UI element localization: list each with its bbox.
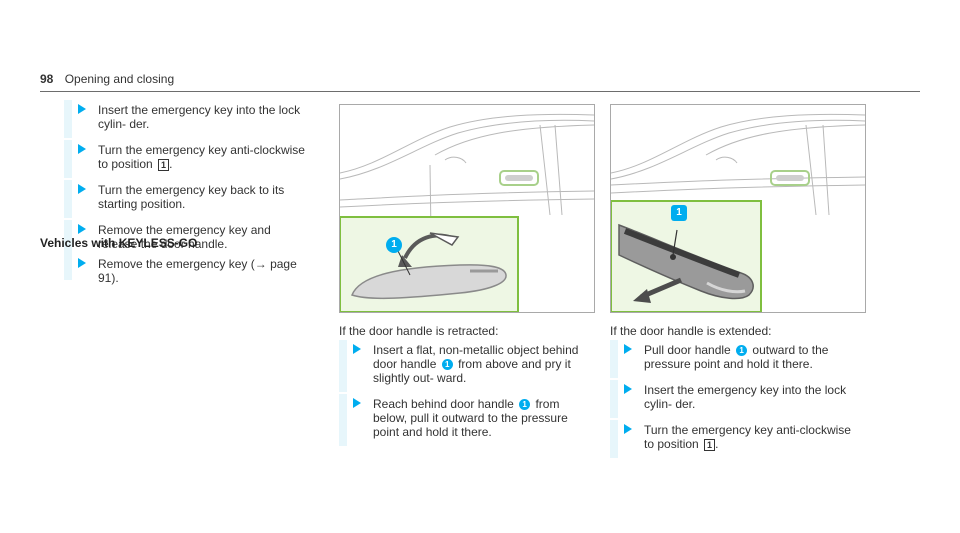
arrow-bullet-icon — [78, 184, 86, 194]
page-number: 98 — [40, 72, 54, 86]
step-text: Insert the emergency key into the lock c… — [644, 383, 847, 411]
arrow-bullet-icon — [78, 144, 86, 154]
step-text: Remove the emergency key (→ page 91). — [98, 257, 297, 285]
arrow-bullet-icon — [78, 104, 86, 114]
arrow-bullet-icon — [624, 384, 632, 394]
step-text: Turn the emergency key back to its start… — [98, 183, 285, 211]
header-divider — [40, 91, 920, 92]
step-text-part: Turn the emergency key anti-clockwise to… — [644, 423, 851, 451]
arrow-bullet-icon — [624, 344, 632, 354]
arrow-bullet-icon — [624, 424, 632, 434]
step-text-part: Insert a flat, non-metallic object behin… — [373, 343, 579, 371]
step-text-part: from above and pry it slightly out- ward… — [373, 357, 571, 385]
section-heading: Vehicles with KEYLESS-GO — [40, 236, 198, 250]
step-text-part: Reach behind door handle — [373, 397, 514, 411]
list-item: Insert the emergency key into the lock c… — [64, 100, 314, 138]
middle-steps: Insert a flat, non-metallic object behin… — [339, 340, 594, 448]
section-title: Opening and closing — [64, 72, 175, 86]
keyless-steps: Remove the emergency key (→ page 91). — [64, 254, 314, 285]
list-item: Remove the emergency key and release the… — [64, 220, 314, 258]
step-text: Insert a flat, non-metallic object behin… — [373, 343, 590, 385]
list-item: Insert the emergency key into the lock c… — [610, 380, 865, 418]
left-steps: Insert the emergency key into the lock c… — [64, 100, 314, 260]
figure-caption: If the door handle is retracted: — [339, 324, 499, 338]
callout-badge: 1 — [441, 359, 453, 371]
step-text: Turn the emergency key anti-clockwise to… — [644, 423, 861, 451]
car-door-illustration — [611, 113, 865, 312]
figure-caption: If the door handle is extended: — [610, 324, 772, 338]
key-position-symbol: 1 — [158, 159, 170, 171]
arrow-bullet-icon — [353, 398, 361, 408]
key-position-symbol: 1 — [704, 439, 716, 451]
list-item: Pull door handle 1 outward to the pressu… — [610, 340, 865, 378]
list-item: Remove the emergency key (→ page 91). — [64, 254, 314, 285]
figure-extended-handle: 1 — [610, 104, 866, 313]
callout-badge: 1 — [671, 205, 687, 221]
step-text-part: Pull door handle — [644, 343, 731, 357]
callout-badge: 1 — [386, 237, 402, 253]
page-header: 98 Opening and closing — [40, 72, 174, 86]
arrow-bullet-icon — [353, 344, 361, 354]
step-text-part: . — [169, 157, 173, 171]
list-item: Turn the emergency key anti-clockwise to… — [610, 420, 865, 458]
right-steps: Pull door handle 1 outward to the pressu… — [610, 340, 865, 460]
list-item: Turn the emergency key anti-clockwise to… — [64, 140, 314, 178]
step-text: Turn the emergency key anti-clockwise to… — [98, 143, 310, 171]
step-text-part: Turn the emergency key anti-clockwise to… — [98, 143, 305, 171]
callout-badge: 1 — [736, 345, 748, 357]
callout-badge: 1 — [519, 399, 531, 411]
list-item: Turn the emergency key back to its start… — [64, 180, 314, 218]
arrow-bullet-icon — [78, 224, 86, 234]
step-text: Remove the emergency key and release the… — [98, 223, 271, 251]
step-text: Insert the emergency key into the lock c… — [98, 103, 301, 131]
step-text-part: . — [715, 437, 719, 451]
list-item: Insert a flat, non-metallic object behin… — [339, 340, 594, 392]
car-door-illustration — [340, 113, 594, 312]
arrow-bullet-icon — [78, 258, 86, 268]
step-text: Reach behind door handle 1 from below, p… — [373, 397, 590, 439]
figure-retracted-handle: 1 — [339, 104, 595, 313]
step-text-part: from below, pull it outward to the press… — [373, 397, 568, 439]
step-text: Pull door handle 1 outward to the pressu… — [644, 343, 861, 371]
step-text-part: outward to the pressure point and hold i… — [644, 343, 829, 371]
list-item: Reach behind door handle 1 from below, p… — [339, 394, 594, 446]
